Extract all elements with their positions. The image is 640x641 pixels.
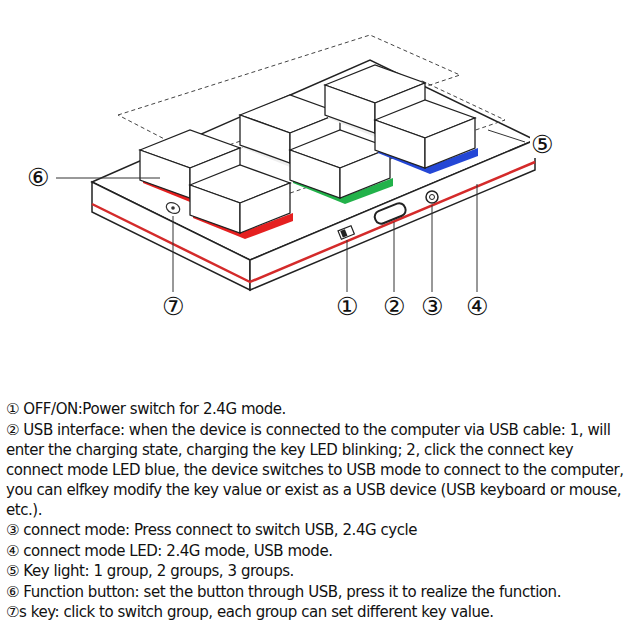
- description-note: ③ connect mode: Press connect to switch …: [6, 520, 634, 540]
- callout-number: ③: [420, 294, 444, 320]
- keypad-illustration: [0, 0, 640, 400]
- description-note: ⑦s key: click to switch group, each grou…: [6, 602, 634, 622]
- description-note: ⑥ Function button: set the button throug…: [6, 582, 634, 602]
- callout-number: ②: [382, 294, 406, 320]
- callout-number: ④: [465, 294, 489, 320]
- description-note: ② USB interface: when the device is conn…: [6, 420, 634, 520]
- notes-block: ① OFF/ON:Power switch for 2.4G mode.② US…: [6, 399, 634, 623]
- callout-number: ⑦: [161, 294, 185, 320]
- callout-number: ⑤: [530, 132, 554, 158]
- description-note: ④ connect mode LED: 2.4G mode, USB mode.: [6, 541, 634, 561]
- description-note: ① OFF/ON:Power switch for 2.4G mode.: [6, 399, 634, 419]
- description-note: ⑤ Key light: 1 group, 2 groups, 3 groups…: [6, 561, 634, 581]
- callout-number: ⑥: [26, 165, 50, 191]
- callout-number: ①: [335, 294, 359, 320]
